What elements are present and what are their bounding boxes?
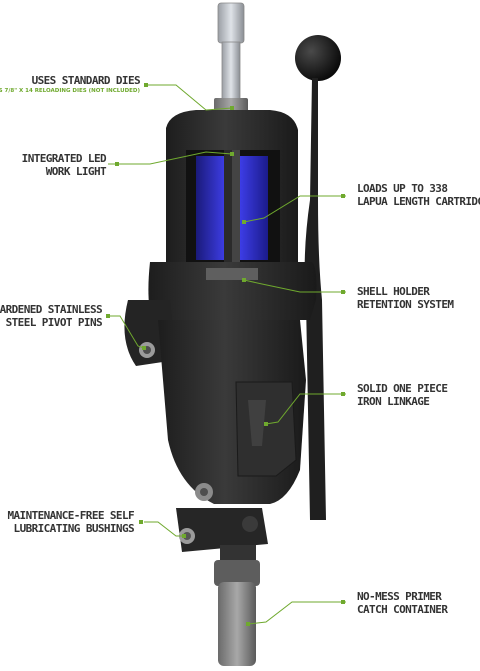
callout-markers: [106, 83, 345, 626]
callout-hardened-pins-line1: HARDENED STAINLESS: [0, 303, 103, 316]
callout-integrated-led: INTEGRATED LED WORK LIGHT: [21, 152, 107, 178]
callout-primer-catch: NO-MESS PRIMER CATCH CONTAINER: [357, 590, 448, 616]
callout-maintenance-bushings-line2: LUBRICATING BUSHINGS: [13, 522, 135, 535]
callout-primer-catch-line2: CATCH CONTAINER: [357, 603, 448, 616]
callout-lines: [108, 84, 346, 625]
callout-hardened-pins-line2: STEEL PIVOT PINS: [5, 316, 103, 329]
callout-loads-338-line2: LAPUA LENGTH CARTRIDGES: [357, 195, 480, 208]
callout-standard-dies-title: USES STANDARD DIES: [31, 74, 141, 87]
callout-maintenance-bushings: MAINTENANCE-FREE SELF LUBRICATING BUSHIN…: [7, 509, 135, 535]
callout-solid-linkage: SOLID ONE PIECE IRON LINKAGE: [357, 382, 448, 408]
reloading-die: [214, 2, 248, 112]
callout-loads-338-line1: LOADS UP TO 338: [357, 182, 448, 195]
callout-shell-holder-line2: RETENTION SYSTEM: [357, 298, 454, 311]
callout-shell-holder-line1: SHELL HOLDER: [357, 285, 430, 298]
callout-loads-338: LOADS UP TO 338 LAPUA LENGTH CARTRIDGES: [357, 182, 480, 208]
callout-standard-dies: USES STANDARD DIES ACCEPTS 7/8" X 14 REL…: [0, 74, 141, 95]
callout-primer-catch-line1: NO-MESS PRIMER: [357, 590, 442, 603]
callout-integrated-led-line1: INTEGRATED LED: [21, 152, 107, 165]
callout-standard-dies-sub: ACCEPTS 7/8" X 14 RELOADING DIES (NOT IN…: [0, 88, 140, 94]
callout-integrated-led-line2: WORK LIGHT: [45, 165, 107, 178]
callout-shell-holder: SHELL HOLDER RETENTION SYSTEM: [357, 285, 454, 311]
callout-maintenance-bushings-line1: MAINTENANCE-FREE SELF: [7, 509, 135, 522]
callout-hardened-pins: HARDENED STAINLESS STEEL PIVOT PINS: [0, 303, 103, 329]
callout-solid-linkage-line1: SOLID ONE PIECE: [357, 382, 448, 395]
callout-solid-linkage-line2: IRON LINKAGE: [357, 395, 430, 408]
press-frame: [124, 110, 317, 666]
